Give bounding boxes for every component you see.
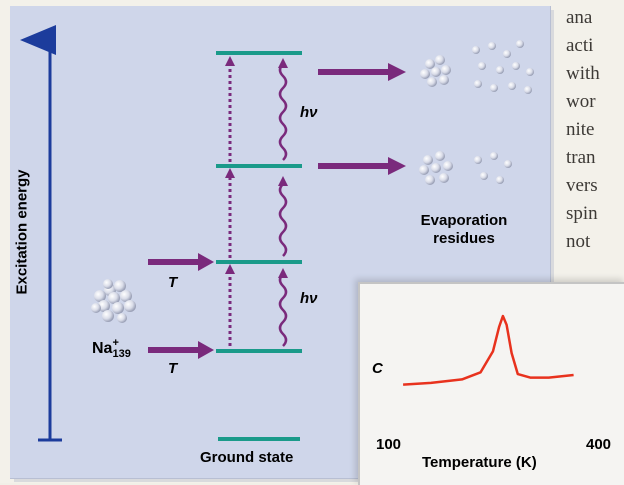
cluster-label-prefix: Na <box>92 340 113 358</box>
photon-arrowhead-mid <box>278 176 288 186</box>
cluster-label-charge: + <box>112 337 119 349</box>
residue-cluster-upper-icon <box>420 55 451 87</box>
dotted-arrowhead-low <box>225 264 235 274</box>
thermal-arrowhead-lower <box>198 341 214 359</box>
evaporation-label-line1: Evaporation <box>420 212 508 229</box>
photon-wave-mid <box>278 183 288 257</box>
photon-label-lower: hν <box>300 290 318 307</box>
chart-xlabel: Temperature (K) <box>422 454 537 471</box>
evaporation-arrowhead-lower <box>388 157 406 175</box>
heat-capacity-chart <box>403 314 574 386</box>
chart-xtick-100: 100 <box>376 436 402 453</box>
photon-wave-low <box>278 273 288 347</box>
evaporation-label-line2: residues <box>433 230 495 247</box>
photon-arrowhead-low <box>278 268 288 278</box>
curve-layer <box>403 314 574 386</box>
photon-wave-upper <box>278 63 288 161</box>
temperature-label-upper: T <box>168 274 178 291</box>
cluster-label-size: 139 <box>112 348 131 360</box>
dotted-arrowhead-mid <box>225 168 235 178</box>
cluster-label: Na+139 <box>92 338 131 360</box>
thermal-arrowhead-upper <box>198 253 214 271</box>
evaporation-residues-label: Evaporation residues <box>414 212 514 248</box>
sodium-cluster-icon <box>91 279 136 323</box>
photon-arrowhead-upper <box>278 58 288 68</box>
residue-atoms-upper-icon <box>472 40 534 94</box>
chart-ylabel: C <box>372 360 383 377</box>
evaporation-arrowhead-upper <box>388 63 406 81</box>
background-text-right: ana acti with wor nite tran vers spin no… <box>566 7 600 252</box>
ground-state-label: Ground state <box>200 449 294 466</box>
heat-capacity-curve <box>403 314 574 386</box>
heat-capacity-inset: C 100 400 Temperature (K) <box>358 282 624 485</box>
dotted-arrowhead-upper <box>225 56 235 66</box>
temperature-label-lower: T <box>168 360 178 377</box>
residue-cluster-lower-icon <box>419 151 453 185</box>
photon-label-upper: hν <box>300 104 318 121</box>
chart-xtick-400: 400 <box>586 436 612 453</box>
residue-atoms-lower-icon <box>474 152 512 184</box>
